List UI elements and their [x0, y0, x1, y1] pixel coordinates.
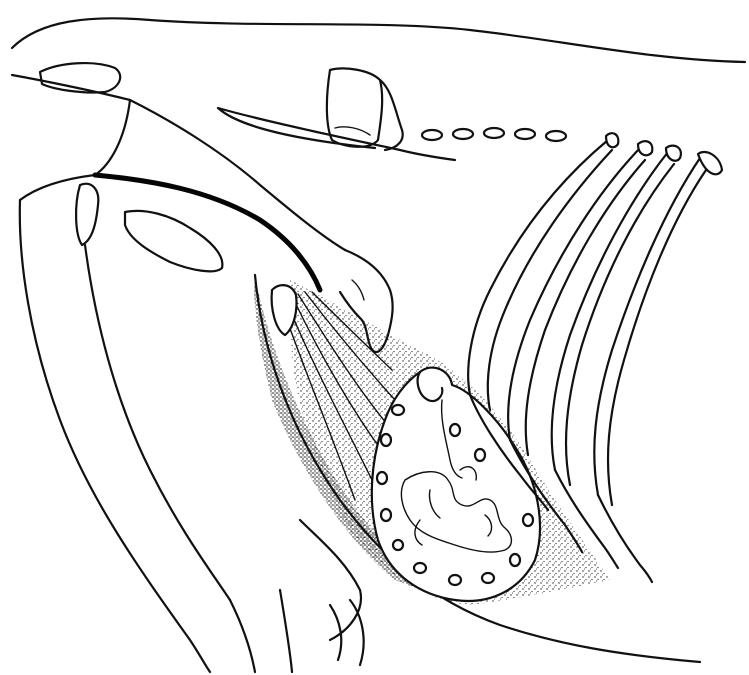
lower-belly-curve — [300, 520, 361, 640]
ilium-wing — [125, 211, 222, 271]
vertebral-column-dashes — [422, 128, 566, 141]
thigh-back — [85, 245, 230, 600]
hind-leg-outline — [230, 590, 292, 672]
finger-line — [352, 280, 364, 300]
thigh-front — [20, 200, 210, 672]
pelvis-outline — [12, 75, 130, 200]
femur-head — [76, 184, 98, 245]
vertebra-process — [380, 80, 403, 150]
dorsal-outline — [12, 18, 745, 62]
